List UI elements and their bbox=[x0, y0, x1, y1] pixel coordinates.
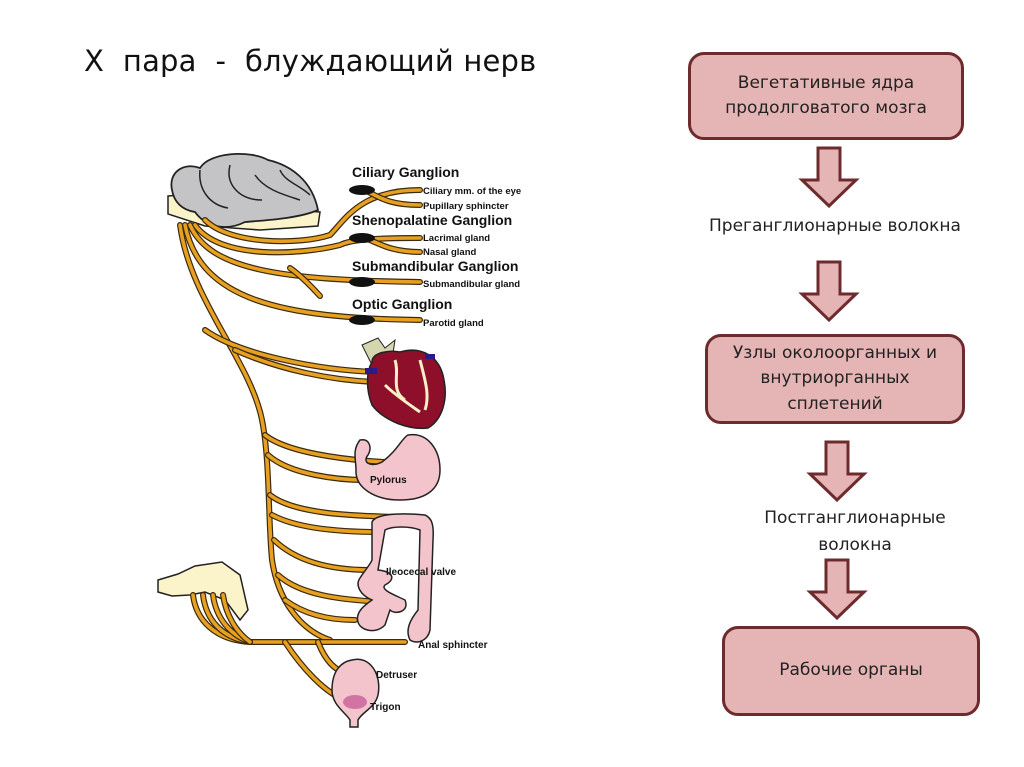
pylorus-label: Pylorus bbox=[370, 475, 407, 486]
postganglionic-fibers-label: Постганглионарные волокна bbox=[720, 505, 990, 559]
target-label: Pupillary sphincter bbox=[423, 201, 509, 212]
down-arrow-icon bbox=[798, 146, 860, 208]
bladder-icon bbox=[331, 658, 380, 728]
ciliary-ganglion-label: Ciliary Ganglion bbox=[352, 164, 459, 180]
ileocecal-valve-label: Ileocecal valve bbox=[386, 567, 456, 578]
ciliary-ganglion-node bbox=[349, 185, 375, 195]
trigon-label: Trigon bbox=[370, 702, 401, 713]
down-arrow-icon bbox=[806, 558, 868, 620]
target-label: Lacrimal gland bbox=[423, 233, 490, 244]
down-arrow-icon bbox=[806, 440, 868, 502]
sphenopalatine-ganglion-label: Shenopalatine Ganglion bbox=[352, 212, 512, 228]
target-label: Ciliary mm. of the eye bbox=[423, 186, 521, 197]
vagus-nerve-anatomy-diagram: Ciliary Ganglion Ciliary mm. of the eye … bbox=[157, 153, 521, 728]
postganglionic-line1: Постганглионарные bbox=[764, 508, 946, 528]
heart-icon bbox=[361, 337, 446, 430]
postganglionic-line2: волокна bbox=[818, 535, 892, 556]
preganglionic-fibers-label: Преганглионарные волокна bbox=[709, 216, 961, 236]
optic-ganglion-node bbox=[349, 315, 375, 325]
flow-box-text: Узлы околоорганных и внутриорганных спле… bbox=[732, 342, 938, 414]
submandibular-ganglion-node bbox=[349, 277, 375, 287]
flow-box-text: Рабочие органы bbox=[779, 660, 923, 681]
target-label: Submandibular gland bbox=[423, 279, 520, 290]
page-title: X пара - блуждающий нерв bbox=[84, 44, 537, 78]
target-label: Parotid gland bbox=[423, 318, 484, 329]
detruser-label: Detruser bbox=[376, 670, 417, 681]
sphenopalatine-ganglion-node bbox=[349, 233, 375, 243]
flow-box-working-organs: Рабочие органы bbox=[722, 626, 980, 716]
flow-box-medulla-nuclei: Вегетативные ядра продолговатого мозга bbox=[688, 52, 964, 140]
down-arrow-icon bbox=[798, 260, 860, 322]
flow-box-plexus-nodes: Узлы околоорганных и внутриорганных спле… bbox=[705, 334, 965, 424]
trigon-area bbox=[343, 695, 367, 709]
flow-box-text: Вегетативные ядра продолговатого мозга bbox=[725, 72, 927, 119]
anal-sphincter-label: Anal sphincter bbox=[418, 640, 488, 651]
submandibular-ganglion-label: Submandibular Ganglion bbox=[352, 258, 518, 274]
intestine-icon bbox=[356, 513, 434, 643]
stomach-icon bbox=[354, 434, 441, 501]
optic-ganglion-label: Optic Ganglion bbox=[352, 296, 452, 312]
sacrum-shape bbox=[157, 561, 249, 622]
target-label: Nasal gland bbox=[423, 247, 477, 258]
